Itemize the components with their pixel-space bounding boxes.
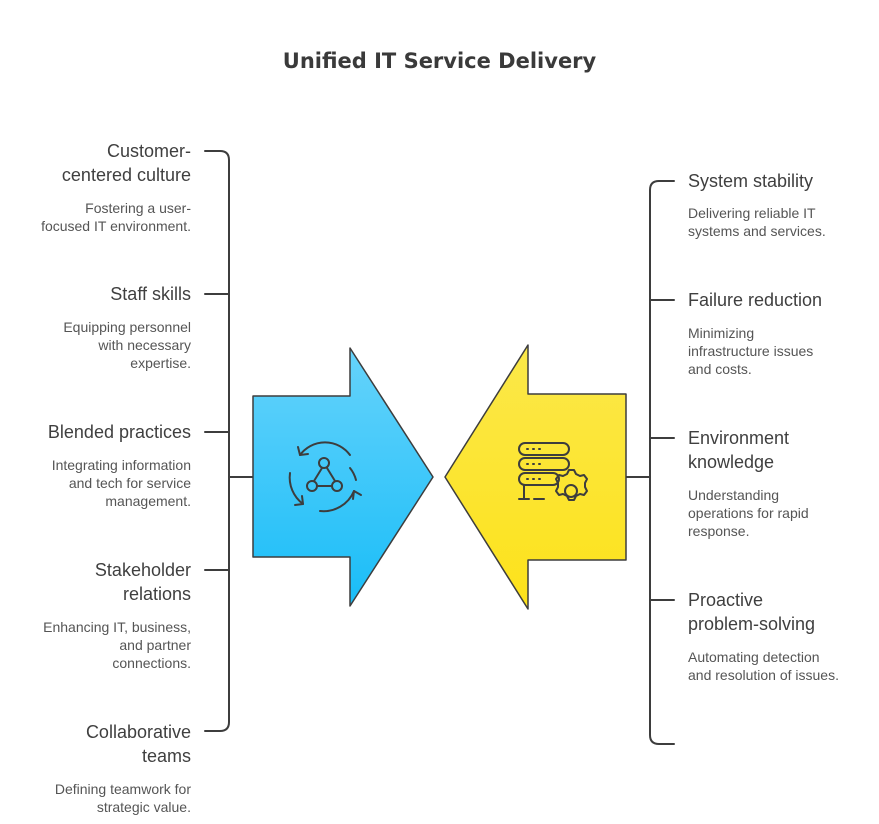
left-item-collaborative-teams-label: Collaborative teams <box>85 722 191 766</box>
right-item-system-stability-desc: Delivering reliable IT systems and servi… <box>688 205 826 239</box>
right-item-failure-reduction-desc: Minimizing infrastructure issues and cos… <box>688 325 814 377</box>
left-item-staff-skills-desc: Equipping personnel with necessary exper… <box>63 319 191 371</box>
blue-right-arrow <box>252 347 434 607</box>
yellow-left-arrow <box>444 344 627 610</box>
left-item-blended-practices-desc: Integrating information and tech for ser… <box>51 457 191 509</box>
right-item-proactive-problem-solving-label: Proactive problem-solving <box>688 590 816 634</box>
left-item-stakeholder-relations-label: Stakeholder relations <box>94 560 191 604</box>
right-item-environment-knowledge-label: Environment knowledge <box>688 428 790 472</box>
left-item-stakeholder-relations-desc: Enhancing IT, business, and partner conn… <box>43 619 191 671</box>
left-item-customer-centered-culture-desc: Fostering a user- focused IT environment… <box>41 200 191 234</box>
right-bracket <box>625 180 675 745</box>
left-item-customer-centered-culture-label: Customer- centered culture <box>61 141 191 185</box>
left-bracket <box>204 150 254 732</box>
right-item-failure-reduction-label: Failure reduction <box>688 290 823 310</box>
left-item-blended-practices-label: Blended practices <box>47 422 191 442</box>
right-item-environment-knowledge-desc: Understanding operations for rapid respo… <box>688 487 809 539</box>
server-gear-icon <box>518 442 588 501</box>
cycle-network-icon <box>288 441 362 513</box>
page-title: Unified IT Service Delivery <box>282 49 597 73</box>
left-item-staff-skills-label: Staff skills <box>110 284 191 304</box>
right-item-proactive-problem-solving-desc: Automating detection and resolution of i… <box>688 649 839 683</box>
right-item-system-stability-label: System stability <box>688 171 814 191</box>
left-item-collaborative-teams-desc: Defining teamwork for strategic value. <box>54 781 191 815</box>
